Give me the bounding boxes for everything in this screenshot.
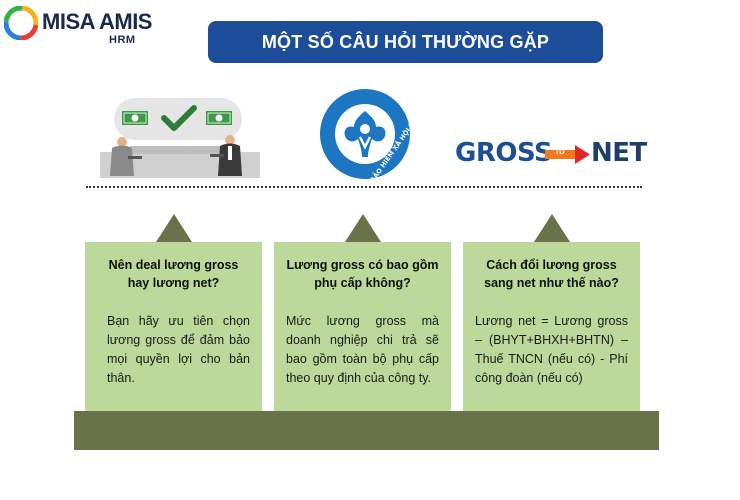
money-icon bbox=[122, 111, 148, 125]
brand-name: MISA AMIS bbox=[42, 9, 152, 34]
brand-sub: HRM bbox=[109, 34, 136, 46]
faq-answer: Mức lương gross mà doanh nghiệp chi trả … bbox=[286, 314, 439, 385]
net-word: NET bbox=[591, 138, 647, 168]
base-platform bbox=[74, 411, 659, 450]
person-left-icon bbox=[110, 137, 142, 176]
faq-card: Nên deal lương gross hay lương net? Bạn … bbox=[85, 242, 262, 412]
pointer-triangle bbox=[534, 214, 570, 242]
faq-card: Lương gross có bao gồm phụ cấp không? Mứ… bbox=[274, 242, 451, 412]
to-word: TO bbox=[555, 149, 565, 156]
page-title-banner: MỘT SỐ CÂU HỎI THƯỜNG GẶP bbox=[208, 21, 603, 63]
money-icon bbox=[206, 111, 232, 125]
brand-logo: MISA AMIS HRM bbox=[4, 6, 164, 50]
page-title: MỘT SỐ CÂU HỎI THƯỜNG GẶP bbox=[261, 31, 550, 52]
faq-answer: Bạn hãy ưu tiên chọn lương gross để đảm … bbox=[107, 314, 250, 385]
faq-card: Cách đổi lương gross sang net như thế nà… bbox=[463, 242, 640, 412]
faq-answer: Lương net = Lương gross – (BHYT+BHXH+BHT… bbox=[475, 314, 628, 385]
dotted-divider bbox=[86, 186, 642, 188]
gross-word: GROSS bbox=[455, 138, 553, 168]
pointer-triangle bbox=[345, 214, 381, 242]
pointer-triangle bbox=[156, 214, 192, 242]
misa-logo-icon bbox=[4, 6, 38, 40]
faq-question: Lương gross có bao gồm phụ cấp không? bbox=[286, 258, 439, 290]
gross-to-net-graphic: GROSS TO NET bbox=[455, 138, 647, 170]
faq-question: Nên deal lương gross hay lương net? bbox=[108, 258, 239, 290]
social-insurance-logo: BẢO HIỂM XÃ HỘI VIỆT NAM bbox=[320, 89, 412, 181]
faq-question: Cách đổi lương gross sang net như thế nà… bbox=[484, 258, 619, 290]
negotiation-illustration bbox=[100, 98, 260, 178]
arrow-right-icon bbox=[545, 145, 590, 164]
checkmark-icon bbox=[161, 105, 197, 131]
person-right-icon bbox=[210, 135, 242, 176]
